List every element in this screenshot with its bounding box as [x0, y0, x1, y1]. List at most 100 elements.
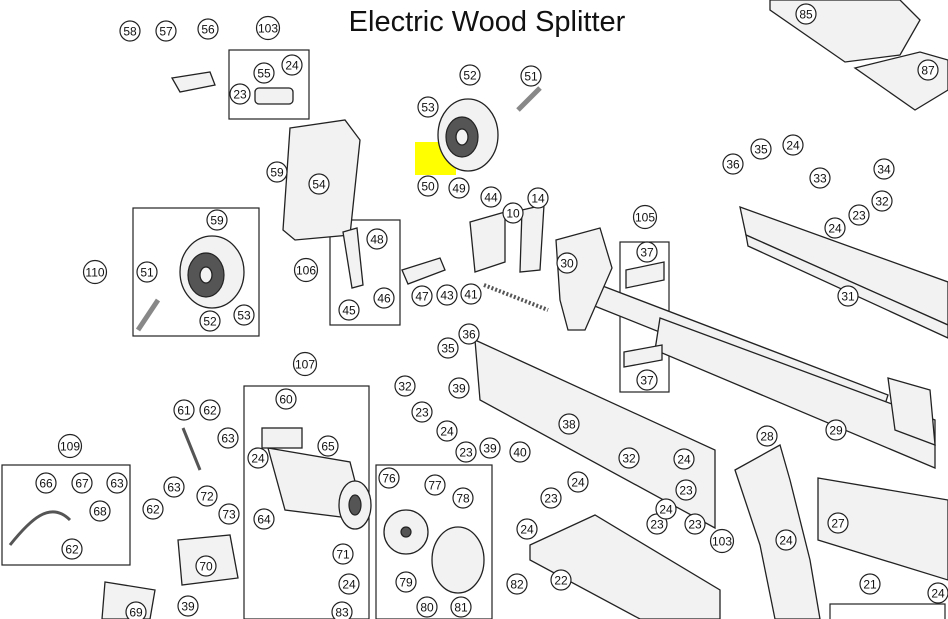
- callout-55: 55: [253, 62, 275, 84]
- callout-label: 59: [270, 166, 284, 180]
- callout-103: 103: [709, 528, 735, 554]
- spring-41: [483, 283, 549, 312]
- callout-label: 66: [39, 477, 53, 491]
- callout-label: 48: [370, 233, 384, 247]
- support-tray: [529, 514, 721, 619]
- callout-label: 39: [483, 442, 497, 456]
- callout-label: 44: [484, 191, 498, 205]
- callout-label: 81: [454, 601, 468, 615]
- callout-label: 52: [203, 315, 217, 329]
- callout-label: 103: [258, 22, 278, 36]
- callout-23: 23: [229, 83, 251, 105]
- cord-61: [181, 427, 202, 471]
- callout-24: 24: [927, 582, 948, 604]
- callout-label: 32: [622, 452, 636, 466]
- callout-50: 50: [417, 175, 439, 197]
- callout-label: 39: [452, 382, 466, 396]
- callout-24: 24: [655, 498, 677, 520]
- end-plate: [887, 377, 936, 446]
- callout-label: 70: [199, 560, 213, 574]
- callout-label: 110: [85, 266, 104, 280]
- group-box-109: [1, 464, 131, 566]
- callout-103: 103: [255, 15, 281, 41]
- plate-37-top: [625, 261, 665, 289]
- callout-label: 63: [110, 477, 124, 491]
- callout-label: 77: [428, 479, 442, 493]
- pump-44: [469, 211, 506, 273]
- callout-label: 31: [841, 290, 855, 304]
- callout-23: 23: [455, 441, 477, 463]
- callout-53: 53: [233, 304, 255, 326]
- callout-label: 51: [140, 266, 154, 280]
- callout-label: 24: [677, 453, 691, 467]
- callout-label: 78: [456, 492, 470, 506]
- callout-51: 51: [520, 65, 542, 87]
- callout-23: 23: [646, 513, 668, 535]
- callout-label: 37: [640, 246, 654, 260]
- callout-label: 67: [75, 477, 89, 491]
- callout-label: 45: [342, 304, 356, 318]
- callout-24: 24: [338, 573, 360, 595]
- callout-24: 24: [775, 529, 797, 551]
- side-frame: [474, 338, 716, 530]
- callout-21: 21: [859, 573, 881, 595]
- part-55: [254, 87, 294, 105]
- group-box-110: [132, 207, 260, 337]
- diagram-title: Electric Wood Splitter: [348, 6, 626, 38]
- callout-label: 64: [257, 513, 271, 527]
- callout-63: 63: [163, 476, 185, 498]
- callout-71: 71: [332, 543, 354, 565]
- callout-label: 35: [441, 342, 455, 356]
- callout-59: 59: [266, 161, 288, 183]
- group-box-103-bottom: [829, 603, 946, 619]
- plate-37-bottom: [623, 344, 663, 368]
- callout-14: 14: [527, 187, 549, 209]
- beam-housing: [654, 317, 936, 469]
- callout-label: 27: [831, 517, 845, 531]
- callout-label: 24: [342, 578, 356, 592]
- callout-39: 39: [177, 595, 199, 617]
- callout-87: 87: [917, 59, 939, 81]
- callout-label: 23: [688, 518, 702, 532]
- callout-24: 24: [436, 420, 458, 442]
- callout-37: 37: [636, 241, 658, 263]
- callout-23: 23: [540, 487, 562, 509]
- callout-22: 22: [550, 569, 572, 591]
- callout-83: 83: [331, 601, 353, 619]
- callout-label: 85: [799, 8, 813, 22]
- callout-106: 106: [293, 257, 319, 283]
- callout-label: 46: [377, 292, 391, 306]
- callout-54: 54: [308, 173, 330, 195]
- callout-label: 109: [60, 440, 80, 454]
- callout-label: 32: [398, 380, 412, 394]
- power-cable-66: [8, 510, 72, 546]
- callout-label: 60: [279, 393, 293, 407]
- callout-38: 38: [558, 413, 580, 435]
- callout-label: 36: [462, 328, 476, 342]
- callout-72: 72: [196, 485, 218, 507]
- callout-77: 77: [424, 474, 446, 496]
- callout-label: 63: [167, 481, 181, 495]
- handle-48: [342, 227, 364, 289]
- callout-label: 24: [786, 139, 800, 153]
- callout-label: 24: [571, 476, 585, 490]
- callout-label: 24: [659, 503, 673, 517]
- callout-34: 34: [873, 158, 895, 180]
- callout-62: 62: [61, 538, 83, 560]
- callout-46: 46: [373, 287, 395, 309]
- callout-10: 10: [502, 202, 524, 224]
- callout-69: 69: [125, 601, 147, 619]
- callout-43: 43: [436, 284, 458, 306]
- callout-label: 30: [560, 257, 574, 271]
- callout-label: 106: [296, 264, 316, 278]
- callout-24: 24: [281, 54, 303, 76]
- callout-70: 70: [195, 555, 217, 577]
- callout-label: 71: [336, 548, 350, 562]
- callout-label: 23: [679, 484, 693, 498]
- callout-24: 24: [673, 448, 695, 470]
- callout-label: 76: [382, 472, 396, 486]
- callout-68: 68: [89, 500, 111, 522]
- callout-39: 39: [448, 377, 470, 399]
- callout-61: 61: [173, 399, 195, 421]
